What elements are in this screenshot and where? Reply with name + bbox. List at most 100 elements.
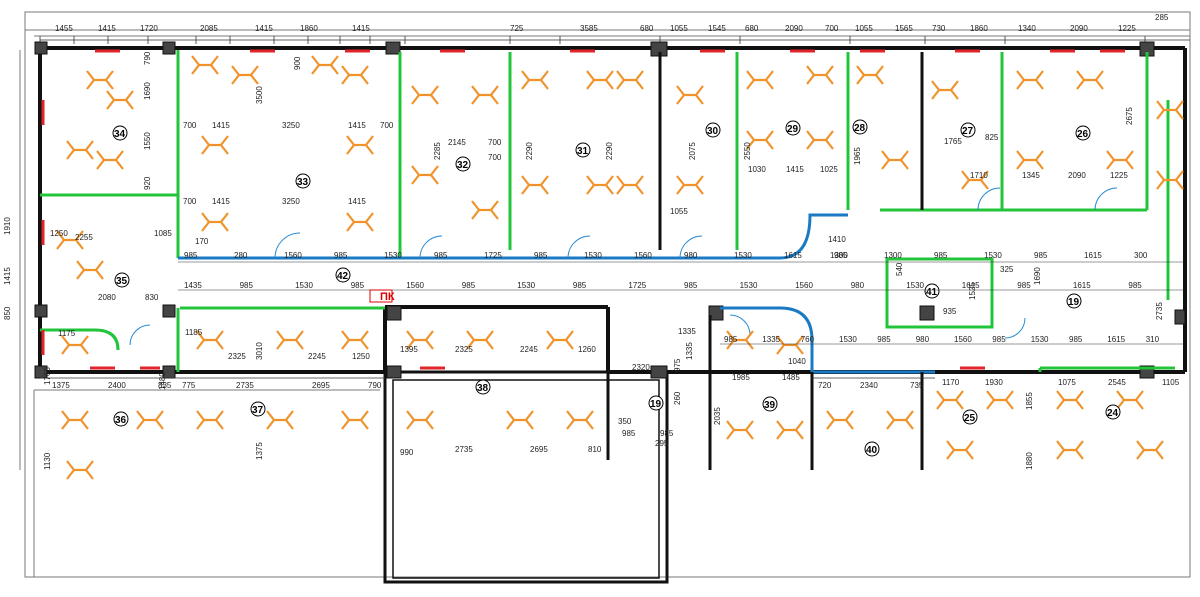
light-fixture-icon: [676, 85, 704, 105]
inner-dim: 1710: [970, 171, 988, 180]
corridor-dim-label: 760: [801, 335, 815, 344]
inner-dim: 1250: [50, 229, 68, 238]
room-number: 36: [115, 415, 127, 426]
corridor-dim-label: 1725: [484, 251, 502, 260]
inner-dim: 540: [895, 262, 904, 276]
inner-dim: 1055: [670, 207, 688, 216]
corridor-dim-label: 985: [462, 281, 476, 290]
light-fixture-icon: [86, 70, 114, 90]
corridor-dim-label: 1725: [628, 281, 646, 290]
inner-dim: 325: [1000, 265, 1014, 274]
corridor-dim-label: 980: [684, 251, 698, 260]
light-fixture-icon: [56, 230, 84, 250]
room-number: 25: [964, 413, 976, 424]
inner-dim: 2075: [688, 142, 697, 160]
inner-dim: 830: [145, 293, 159, 302]
corridor-dim-label: 1560: [954, 335, 972, 344]
outer-frame: [19, 11, 1191, 578]
inner-dim: 1040: [788, 357, 806, 366]
bottom-dim-label: 1375: [52, 381, 70, 390]
corridor-dim-label: 985: [992, 335, 1006, 344]
light-fixture-icon: [881, 150, 909, 170]
inner-dim: 2695: [530, 445, 548, 454]
corridor-dim-label: 980: [916, 335, 930, 344]
top-dim-label: 1565: [895, 24, 913, 33]
room-number: 31: [577, 146, 589, 157]
light-fixture-icon: [726, 330, 754, 350]
inner-dim: 1105: [1162, 378, 1180, 387]
inner-dim: 1415: [212, 121, 230, 130]
light-fixture-icon: [471, 85, 499, 105]
inner-dim: 1485: [782, 373, 800, 382]
inner-dim: 1965: [853, 147, 862, 165]
inner-dim: 2080: [98, 293, 116, 302]
inner-dim: 700: [183, 121, 197, 130]
blue-partitions: [178, 213, 935, 374]
corridor-dim-label: 1530: [1031, 335, 1049, 344]
inner-dim: 2550: [743, 142, 752, 160]
inner-dim: 1130: [43, 452, 52, 470]
top-dim-label: 1055: [855, 24, 873, 33]
interior-walls: [606, 52, 924, 470]
inner-dim: 1690: [143, 82, 152, 100]
top-dim-label: 2090: [785, 24, 803, 33]
light-fixture-icon: [806, 65, 834, 85]
light-fixture-icon: [616, 70, 644, 90]
inner-dim: 900: [293, 56, 302, 70]
light-fixture-icon: [886, 410, 914, 430]
green-partitions: [40, 50, 1175, 372]
bottom-dim-label: 775: [182, 381, 196, 390]
light-fixture-icon: [1156, 170, 1184, 190]
light-fixture-icon: [196, 410, 224, 430]
corridor-dim-label: 1560: [795, 281, 813, 290]
light-fixture-icon: [1116, 390, 1144, 410]
inner-dim: 2255: [75, 233, 93, 242]
inner-dim: 1250: [352, 352, 370, 361]
light-fixture-icon: [936, 390, 964, 410]
light-fixture-icon: [746, 130, 774, 150]
top-dim-label: 680: [745, 24, 759, 33]
inner-dim: 2290: [525, 142, 534, 160]
corridor-dim-label: 1530: [384, 251, 402, 260]
inner-dim: 1260: [578, 345, 596, 354]
corridor-dim-label: 1560: [284, 251, 302, 260]
light-fixtures: [56, 55, 1184, 480]
corridor-dimension-chains: 985 280 1560 985 1530 985 1725 985 1530 1560 980 15…: [178, 251, 1185, 345]
light-fixture-icon: [616, 175, 644, 195]
bottom-dim-label: 735: [910, 381, 924, 390]
room-number: 39: [764, 400, 776, 411]
inner-dim: 170: [195, 237, 209, 246]
light-fixture-icon: [201, 212, 229, 232]
bottom-annex: [383, 370, 669, 584]
corridor-dim-label: 985: [534, 251, 548, 260]
corridor-dim-label: 280: [234, 251, 248, 260]
inner-dim: 790: [143, 51, 152, 65]
room-number: 32: [457, 160, 469, 171]
room-number: 38: [477, 383, 489, 394]
inner-dim: 1410: [828, 235, 846, 244]
light-fixture-icon: [341, 410, 369, 430]
light-fixture-icon: [201, 135, 229, 155]
light-fixture-icon: [506, 410, 534, 430]
light-fixture-icon: [471, 200, 499, 220]
light-fixture-icon: [1016, 70, 1044, 90]
left-dim-label: 1910: [3, 217, 12, 235]
corridor-dim-label: 985: [934, 251, 948, 260]
top-dim-label: 1415: [98, 24, 116, 33]
inner-dim: 2245: [520, 345, 538, 354]
light-fixture-icon: [406, 330, 434, 350]
light-fixture-icon: [1076, 70, 1104, 90]
light-fixture-icon: [746, 70, 774, 90]
inner-dim: 2325: [455, 345, 473, 354]
inner-dim: 1765: [43, 367, 52, 385]
light-fixture-icon: [411, 85, 439, 105]
inner-dim: 700: [380, 121, 394, 130]
inner-dim: 700: [488, 153, 502, 162]
corridor-dim-label: 1530: [295, 281, 313, 290]
light-fixture-icon: [1106, 150, 1134, 170]
light-fixture-icon: [521, 70, 549, 90]
light-fixture-icon: [276, 330, 304, 350]
bottom-dim-label: 835: [158, 381, 172, 390]
light-fixture-icon: [1156, 100, 1184, 120]
corridor-dim-label: 1560: [634, 251, 652, 260]
